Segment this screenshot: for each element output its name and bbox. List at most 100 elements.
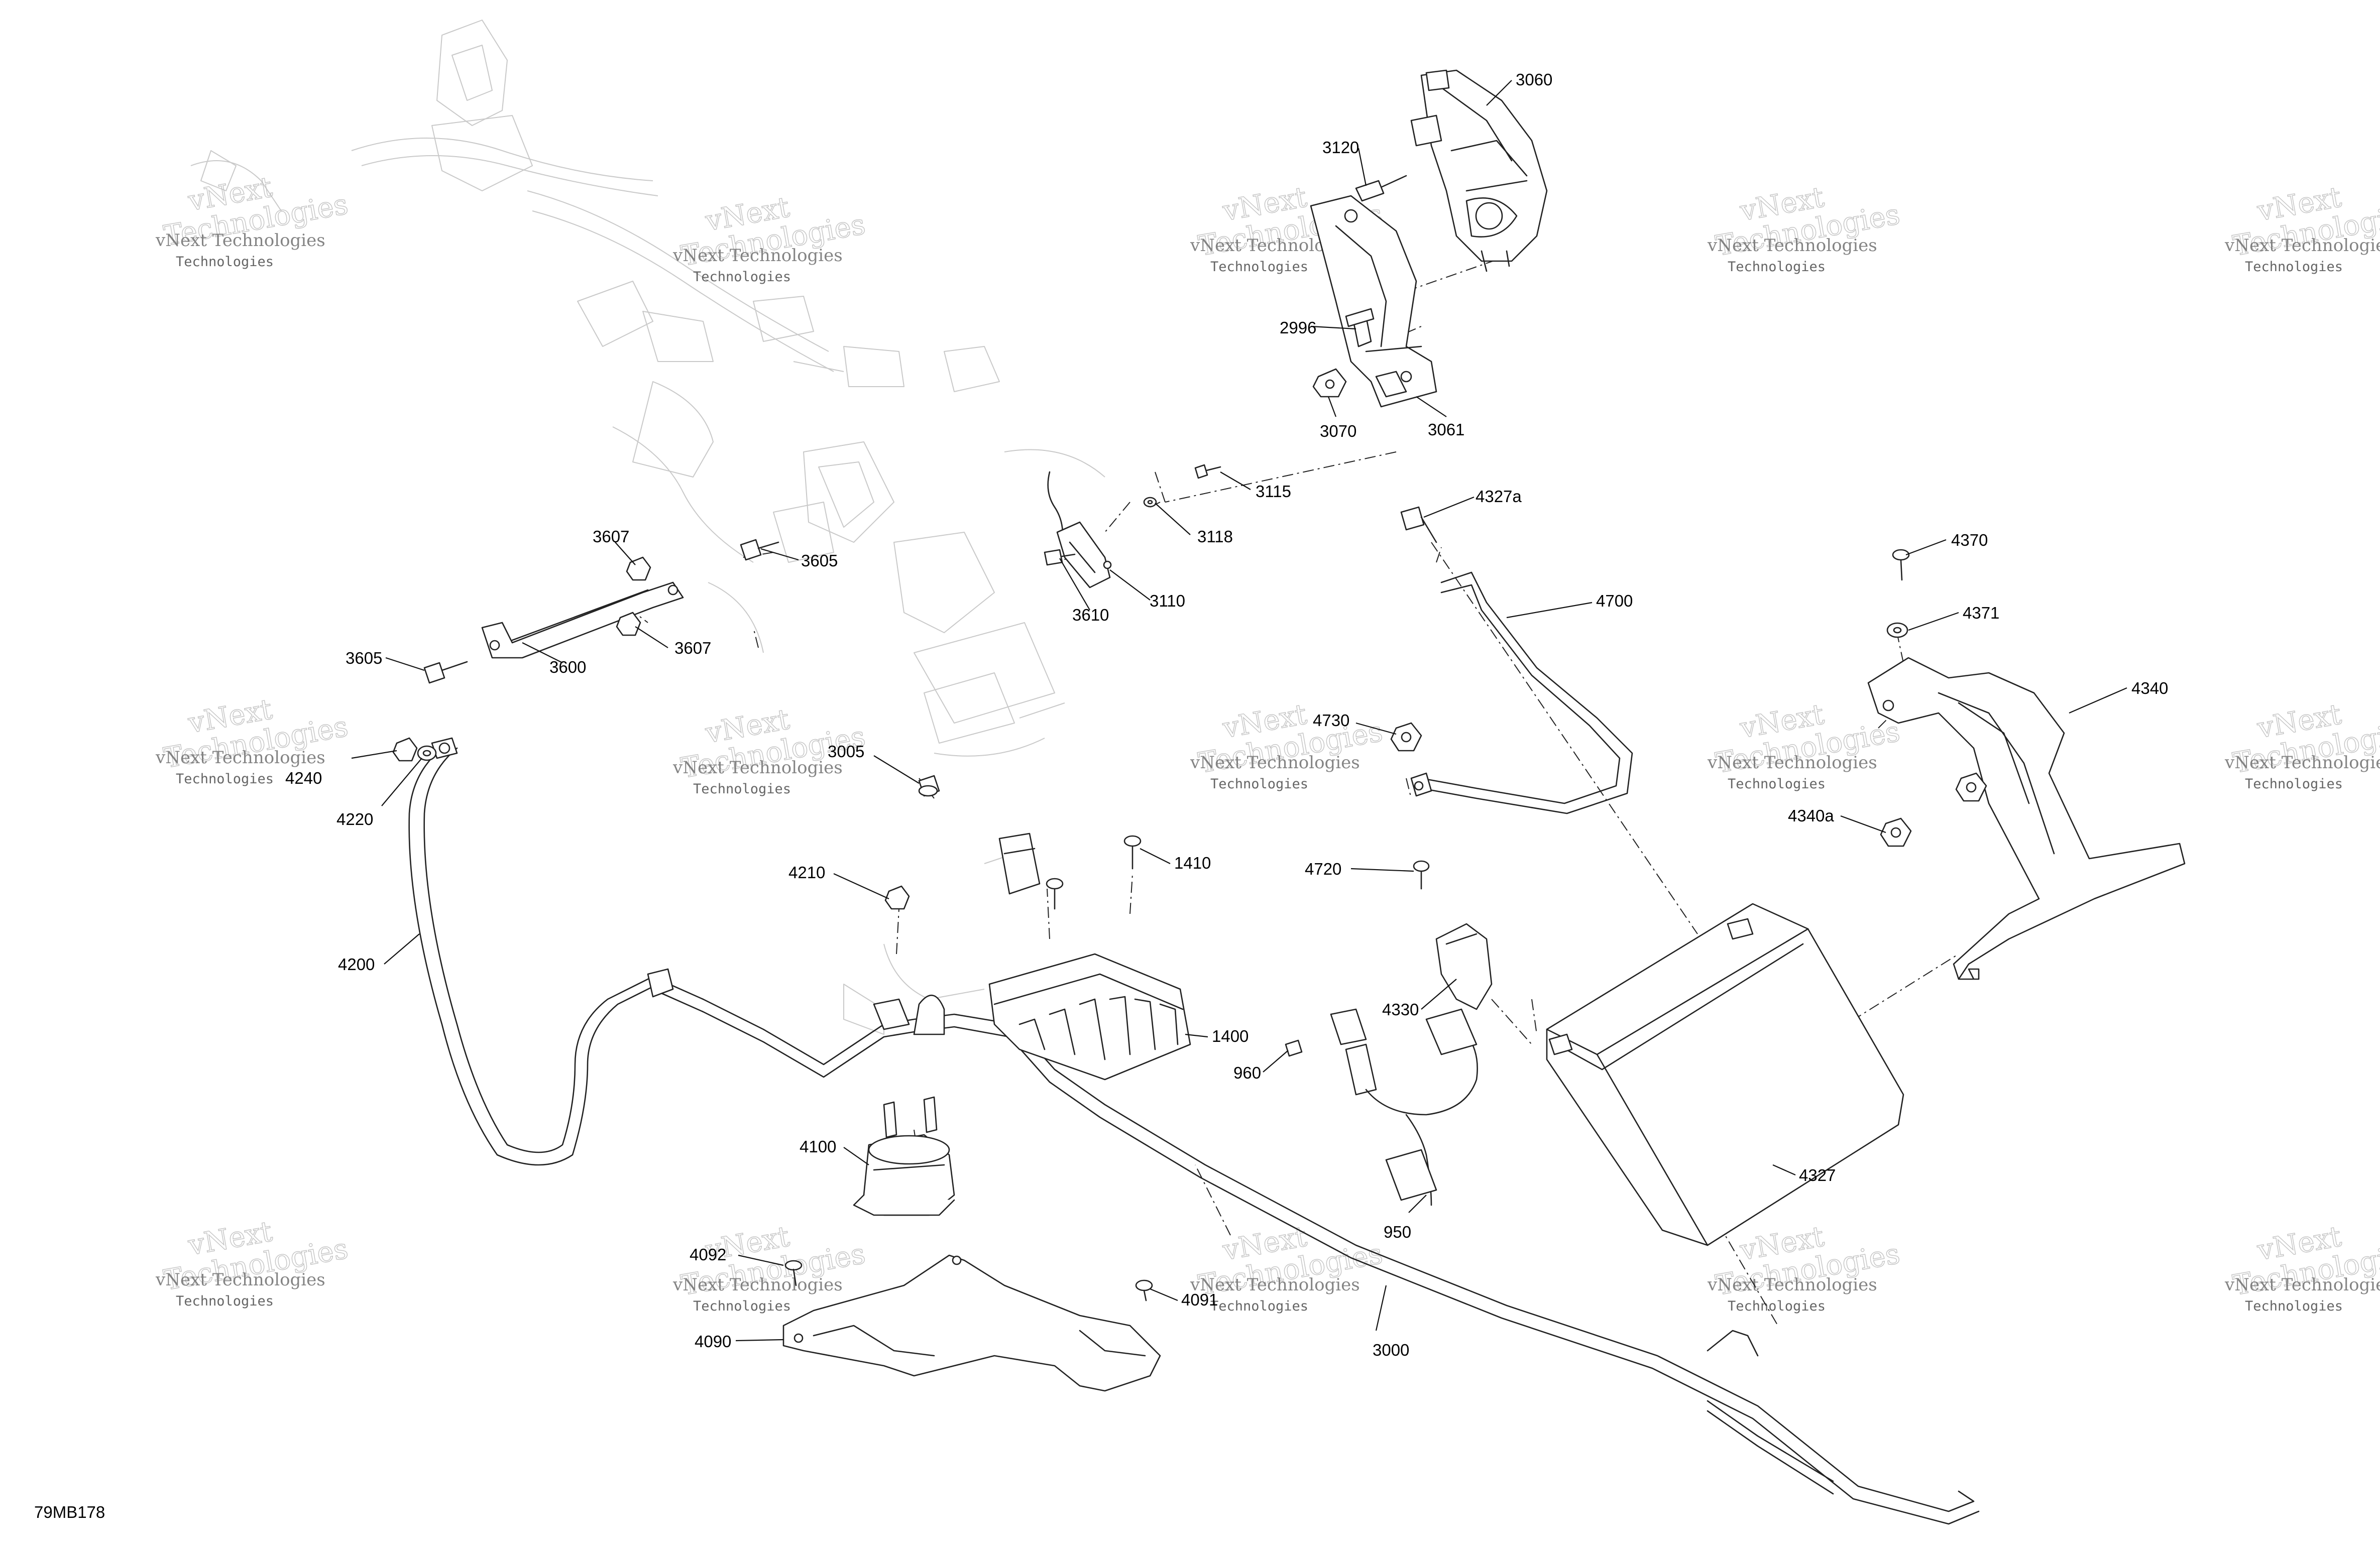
svg-text:Technologies: Technologies [1210,776,1308,792]
part-4340a-nut-upper [1955,772,1987,802]
svg-text:vNext Technologies: vNext Technologies [155,748,325,768]
part-1410-screw-right [1123,835,1142,870]
label-1400: 1400 [1212,1027,1249,1045]
label-4730: 4730 [1313,711,1349,730]
watermark-tile: vNext Technologies vNext Technologies Te… [672,190,868,285]
svg-text:Technologies: Technologies [1210,1298,1308,1314]
part-4371-washer [1886,622,1908,638]
part-4220-washer [417,745,437,761]
label-960: 960 [1233,1063,1261,1082]
part-number-labels: 3060 3120 2996 3070 3061 3115 3118 3110 … [285,70,2168,1359]
part-4090-bracket [782,1254,1161,1392]
svg-text:Technologies: Technologies [176,771,274,787]
part-3605-bolt-right [740,539,779,561]
part-3070-nut [1312,368,1347,398]
part-3120-bolt [1355,175,1407,202]
label-4327: 4327 [1799,1166,1836,1184]
svg-text:Technologies: Technologies [176,254,274,270]
svg-text:Technologies: Technologies [693,269,791,285]
label-4091: 4091 [1181,1290,1218,1309]
label-4371: 4371 [1963,604,1999,622]
svg-text:vNext Technologies: vNext Technologies [672,1275,843,1295]
watermark-tile: vNext Technologies vNext Technologies Te… [2224,1220,2380,1314]
label-3605-right: 3605 [801,551,838,570]
label-4200: 4200 [338,955,375,974]
part-3060-motor-assembly [1410,69,1548,272]
part-4340-bracket [1867,657,2186,980]
watermark-tile: vNext Technologies vNext Technologies Te… [672,1220,868,1314]
svg-text:Technologies: Technologies [2245,259,2343,275]
ghost-frame-background [190,20,1105,1035]
part-4340a-nut-lower [1880,817,1912,847]
watermark-tile: vNext Technologies vNext Technologies Te… [155,692,351,787]
diagram-code: 79MB178 [34,1503,105,1521]
part-3115-screw [1194,464,1221,479]
svg-text:vNext Technologies: vNext Technologies [1190,753,1360,773]
part-4240-nut [392,737,418,762]
part-4091-screw [1135,1279,1153,1301]
label-3115: 3115 [1256,482,1291,501]
svg-text:Technologies: Technologies [176,1293,274,1309]
svg-text:Technologies: Technologies [1210,259,1308,275]
part-4370-bolt [1892,549,1910,581]
label-3070: 3070 [1320,422,1356,440]
label-4100: 4100 [800,1137,836,1156]
part-960-screw [1285,1039,1303,1057]
part-4327a-bolt [1400,506,1437,543]
label-4327a: 4327a [1476,487,1522,506]
label-1410: 1410 [1174,854,1211,872]
svg-text:vNext Technologies: vNext Technologies [155,1270,325,1290]
label-4340: 4340 [2131,679,2168,697]
part-4327-battery [1546,903,1904,1246]
part-950-harness [1330,1008,1478,1206]
svg-text:vNext Technologies: vNext Technologies [672,758,843,778]
watermark-tile: vNext Technologies vNext Technologies Te… [1190,697,1386,792]
watermark-layer: vNext Technologies vNext Technologies Te… [155,170,2380,1314]
svg-text:vNext Technologies: vNext Technologies [1707,753,1877,773]
part-4100-relay [853,995,955,1216]
label-3118: 3118 [1197,527,1233,546]
label-4330: 4330 [1382,1000,1419,1019]
label-4090: 4090 [695,1332,731,1351]
label-3607-top: 3607 [593,527,629,546]
part-4730-nut [1390,722,1422,752]
svg-text:Technologies: Technologies [1728,1298,1826,1314]
part-3118-washer [1143,497,1157,508]
svg-text:Technologies: Technologies [693,1298,791,1314]
watermark-tile: vNext Technologies vNext Technologies Te… [1707,180,1903,275]
part-3000-main-harness [647,968,1980,1525]
svg-text:Technologies: Technologies [2245,1298,2343,1314]
part-3605-bolt-left [423,661,468,684]
part-3607-nut-top [626,556,651,581]
svg-text:Technologies: Technologies [1728,259,1826,275]
label-3120: 3120 [1322,138,1359,157]
label-4370: 4370 [1951,531,1988,549]
watermark-tile: vNext Technologies vNext Technologies Te… [2224,180,2380,275]
part-4330-cover [1435,923,1493,1010]
label-3607-bottom: 3607 [674,639,711,657]
part-1400-regulator [988,833,1191,1081]
part-1410-screw-left [1046,878,1064,910]
watermark-tile: vNext Technologies vNext Technologies Te… [1707,1220,1903,1314]
svg-text:Technologies: Technologies [1728,776,1826,792]
svg-text:vNext Technologies: vNext Technologies [2224,235,2380,256]
svg-text:Technologies: Technologies [2245,776,2343,792]
label-4220: 4220 [336,810,373,828]
label-3600: 3600 [549,658,586,676]
label-4720: 4720 [1305,860,1341,878]
label-4210: 4210 [788,863,825,882]
label-3060: 3060 [1516,70,1552,89]
label-950: 950 [1384,1223,1411,1241]
label-3110: 3110 [1150,591,1185,610]
watermark-tile: vNext Technologies vNext Technologies Te… [1190,1220,1386,1314]
label-3000: 3000 [1373,1341,1409,1359]
label-3005: 3005 [828,742,864,761]
part-4210-nut [884,885,910,910]
svg-text:vNext Technologies: vNext Technologies [1707,235,1877,256]
part-2996-bolt [1345,308,1375,347]
svg-text:vNext Technologies: vNext Technologies [1707,1275,1877,1295]
part-4200-cable [408,737,659,1166]
svg-text:vNext Technologies: vNext Technologies [155,230,325,251]
label-4240: 4240 [285,769,322,787]
part-4700-cable [1410,571,1633,814]
